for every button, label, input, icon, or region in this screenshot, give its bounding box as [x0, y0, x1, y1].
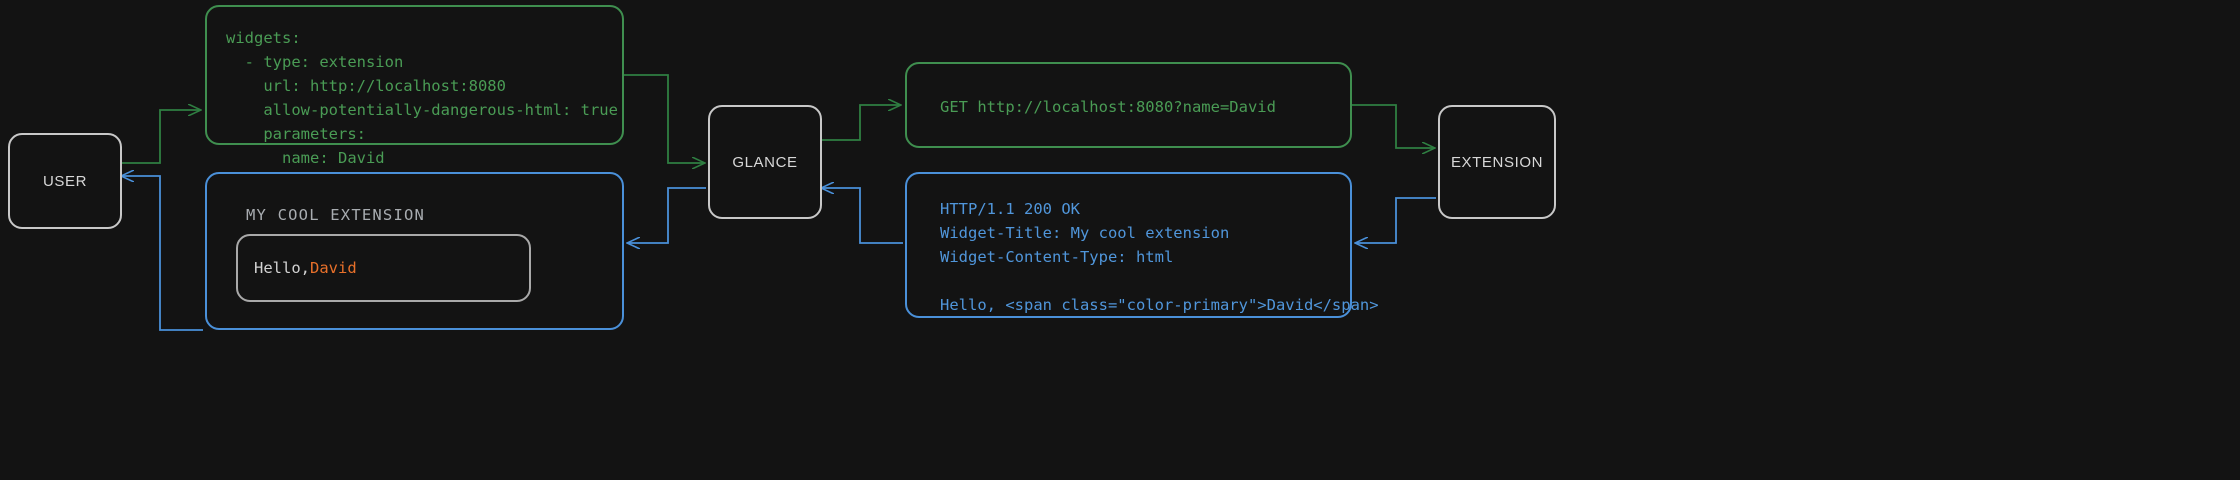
rendered-widget-greeting: Hello, [254, 259, 310, 277]
edge-user-to-yaml [120, 110, 200, 164]
edge-response-to-glance [822, 188, 903, 244]
node-user-label: USER [42, 172, 88, 190]
edge-widget-to-user [122, 176, 203, 331]
edge-yaml-to-glance [624, 74, 704, 163]
panel-http-response[interactable]: HTTP/1.1 200 OK Widget-Title: My cool ex… [905, 172, 1379, 318]
panel-http-request[interactable]: GET http://localhost:8080?name=David [905, 62, 1352, 148]
edge-request-to-extension [1352, 104, 1434, 148]
panel-rendered-widget[interactable]: MY COOL EXTENSION Hello, David [205, 172, 624, 330]
panel-yaml-config[interactable]: widgets: - type: extension url: http://l… [205, 5, 624, 167]
edge-glance-to-request [820, 105, 900, 141]
node-user[interactable]: USER [8, 133, 122, 229]
node-extension[interactable]: EXTENSION [1438, 105, 1556, 219]
node-glance[interactable]: GLANCE [708, 105, 822, 219]
http-response-code: HTTP/1.1 200 OK Widget-Title: My cool ex… [940, 200, 1379, 314]
rendered-widget-name: David [310, 259, 357, 277]
rendered-widget-body: Hello, David [236, 234, 531, 302]
node-extension-label: EXTENSION [1450, 153, 1544, 171]
edge-glance-to-widget [628, 187, 706, 243]
yaml-config-code: widgets: - type: extension url: http://l… [226, 29, 618, 167]
node-glance-label: GLANCE [732, 153, 798, 171]
http-request-code: GET http://localhost:8080?name=David [940, 98, 1276, 116]
rendered-widget-title: MY COOL EXTENSION [246, 206, 426, 224]
